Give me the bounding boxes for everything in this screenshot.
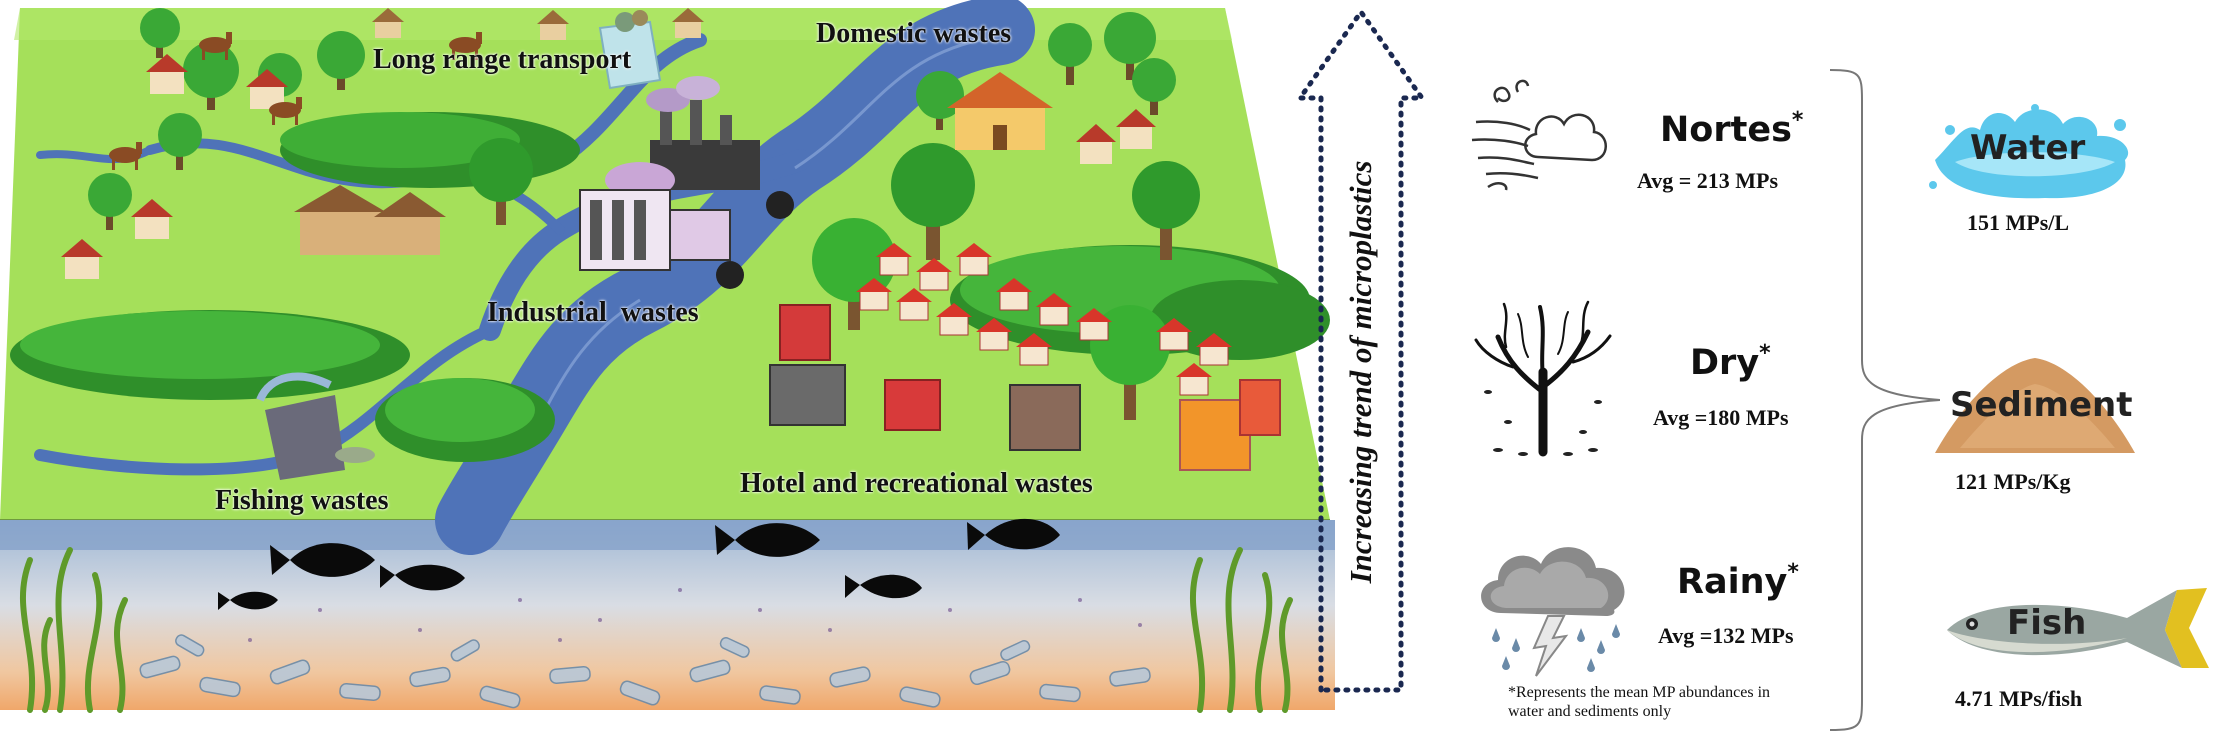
seaweed <box>20 547 1293 713</box>
village-houses <box>61 8 1156 279</box>
plastic-bottles <box>139 634 1151 709</box>
trend-label: Increasing trend of microplastics <box>1343 160 1378 584</box>
wind-cloud-icon <box>1471 79 1607 191</box>
compartment-value-water: 151 MPs/L <box>1967 210 2070 235</box>
compartment-name-water: Water <box>1970 128 2086 168</box>
season-name-nortes: Nortes* <box>1660 108 1804 150</box>
season-name-rainy: Rainy* <box>1677 560 1799 602</box>
label-long-range-transport: Long range transport <box>373 44 632 75</box>
footnote: *Represents the mean MP abundances in wa… <box>1508 684 1771 720</box>
horses <box>109 32 482 170</box>
fishing-waste-icon <box>256 372 375 480</box>
sand-pile-icon <box>1935 358 2135 453</box>
bare-tree-icon <box>1474 300 1612 457</box>
compartment-value-fish: 4.71 MPs/fish <box>1955 686 2083 711</box>
trash-bag-icon <box>598 10 662 90</box>
trend-arrow <box>1297 9 1425 693</box>
compartment-name-sediment: Sediment <box>1950 385 2133 425</box>
label-fishing-wastes: Fishing wastes <box>215 485 389 516</box>
season-name-dry: Dry* <box>1690 341 1771 383</box>
microplastic-particles <box>248 588 1142 642</box>
label-industrial-wastes: Industrial wastes <box>487 297 699 328</box>
season-avg-nortes: Avg = 213 MPs <box>1637 168 1779 193</box>
landscape-scene <box>0 0 1335 713</box>
season-avg-dry: Avg =180 MPs <box>1653 405 1789 430</box>
factory-icon <box>579 76 794 289</box>
compartment-value-sediment: 121 MPs/Kg <box>1955 469 2071 494</box>
storm-cloud-icon <box>1481 547 1625 677</box>
fish-silhouettes <box>218 518 1060 610</box>
season-avg-rainy: Avg =132 MPs <box>1658 623 1794 648</box>
water-splash-icon <box>1929 104 2129 199</box>
town <box>769 243 1281 471</box>
label-hotel-recreational-wastes: Hotel and recreational wastes <box>740 468 1093 499</box>
label-domestic-wastes: Domestic wastes <box>816 18 1012 49</box>
grouping-bracket <box>1829 69 1940 731</box>
fish-icon <box>1947 588 2209 668</box>
compartment-name-fish: Fish <box>2007 603 2087 643</box>
